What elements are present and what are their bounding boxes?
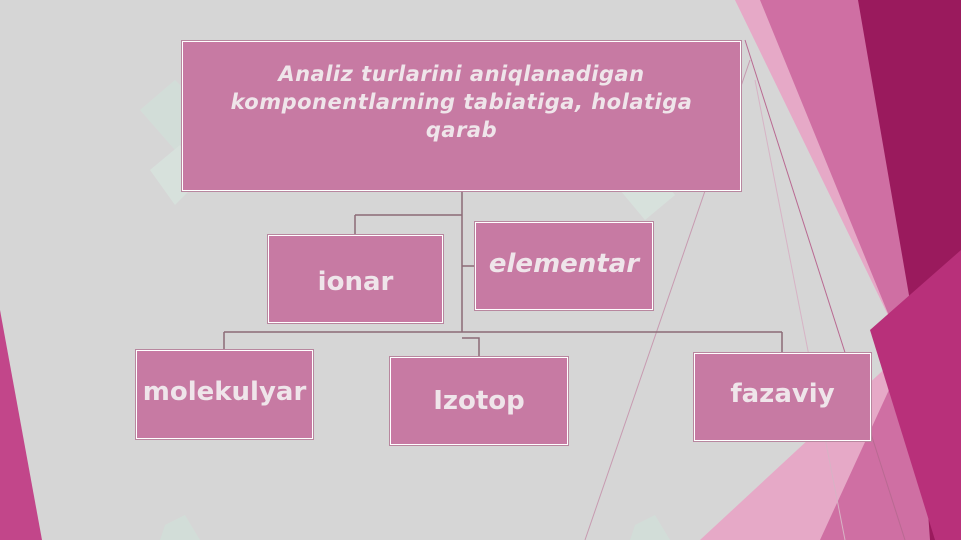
decor-line-1 <box>744 39 906 540</box>
right-bright-magenta-shape <box>870 250 961 540</box>
ionar-node: ionar <box>268 235 443 323</box>
izotop-node-label: Izotop <box>433 386 525 416</box>
root-node: Analiz turlarini aniqlanadigan komponent… <box>182 41 741 191</box>
ionar-node-label: ionar <box>317 267 394 297</box>
fazaviy-node-label: fazaviy <box>730 379 835 409</box>
izotop-node: Izotop <box>390 357 568 445</box>
molekulyar-node: molekulyar <box>136 350 313 439</box>
decor-line-3 <box>754 79 846 540</box>
fazaviy-node: fazaviy <box>694 353 871 441</box>
elementar-node-label: elementar <box>488 249 640 279</box>
root-node-label: Analiz turlarini aniqlanadigan komponent… <box>230 62 693 142</box>
molekulyar-node-label: molekulyar <box>142 376 307 407</box>
elementar-node: elementar <box>475 222 653 310</box>
left-magenta-wedge <box>0 310 42 540</box>
